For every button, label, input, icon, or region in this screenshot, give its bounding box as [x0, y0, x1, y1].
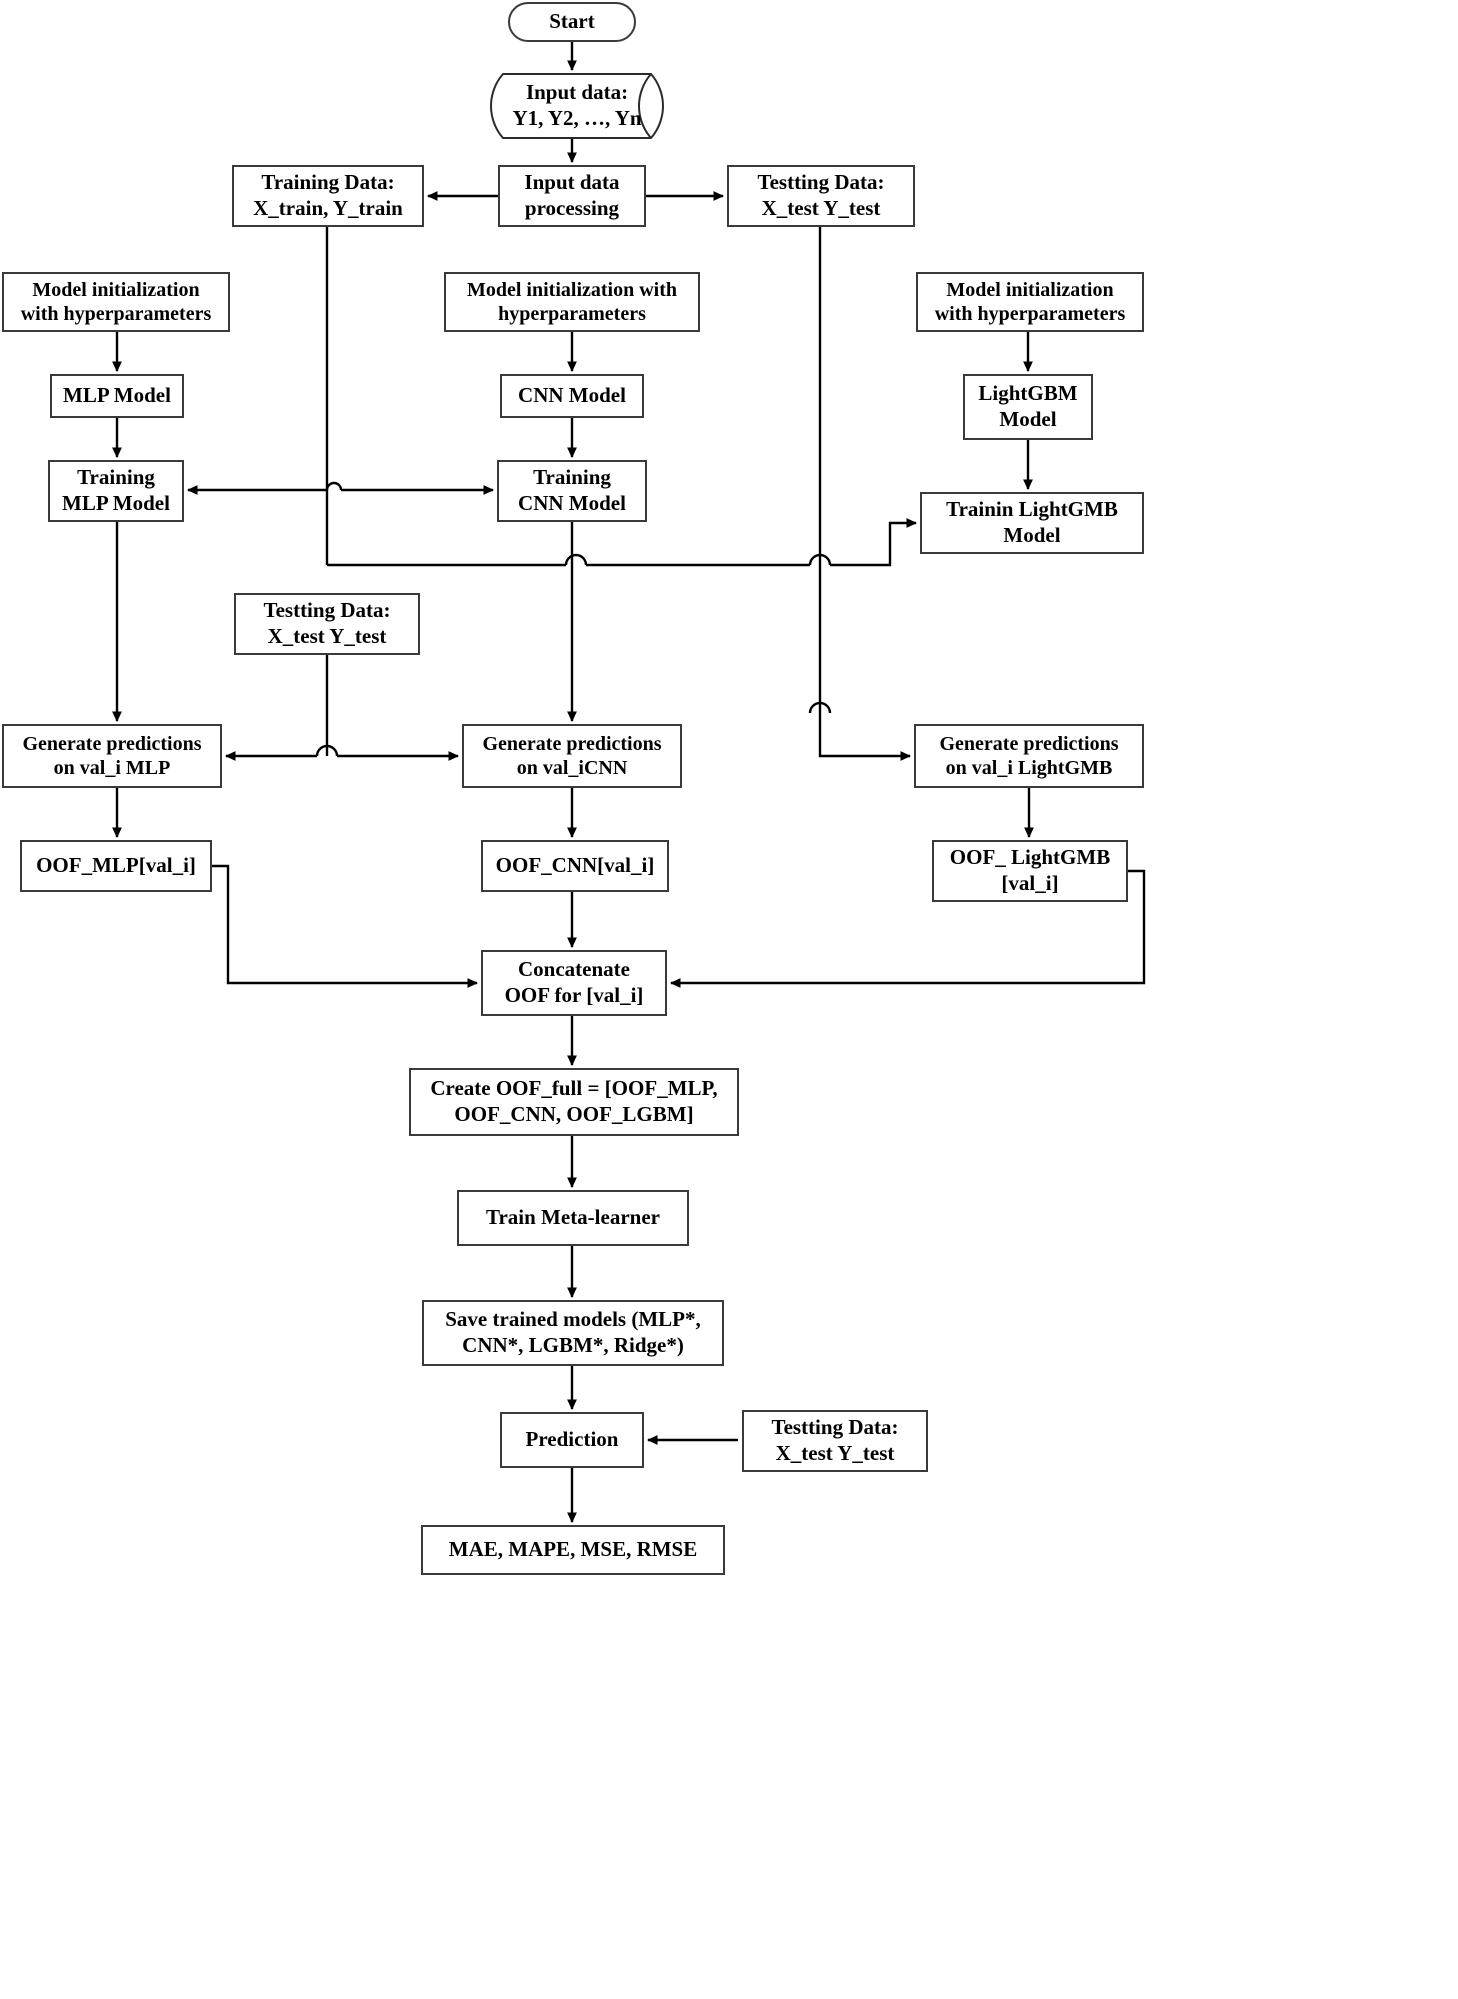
- node-generate-predictions-lightgbm[interactable]: Generate predictions on val_i LightGMB: [914, 724, 1144, 788]
- node-testing-data-bottom[interactable]: Testting Data: X_test Y_test: [742, 1410, 928, 1472]
- node-training-data[interactable]: Training Data: X_train, Y_train: [232, 165, 424, 227]
- node-create-oof-full[interactable]: Create OOF_full = [OOF_MLP, OOF_CNN, OOF…: [409, 1068, 739, 1136]
- node-training-cnn-model[interactable]: Training CNN Model: [497, 460, 647, 522]
- node-model-init-mlp[interactable]: Model initialization with hyperparameter…: [2, 272, 230, 332]
- node-training-lightgbm-model[interactable]: Trainin LightGMB Model: [920, 492, 1144, 554]
- node-lightgbm-model[interactable]: LightGBM Model: [963, 374, 1093, 440]
- node-metrics[interactable]: MAE, MAPE, MSE, RMSE: [421, 1525, 725, 1575]
- node-oof-lightgbm[interactable]: OOF_ LightGMB [val_i]: [932, 840, 1128, 902]
- node-save-trained-models[interactable]: Save trained models (MLP*, CNN*, LGBM*, …: [422, 1300, 724, 1366]
- hop-lower-bus-over-lgbm-column: [808, 553, 832, 566]
- node-oof-mlp[interactable]: OOF_MLP[val_i]: [20, 840, 212, 892]
- node-generate-predictions-mlp[interactable]: Generate predictions on val_i MLP: [2, 724, 222, 788]
- edge-oof-mlp-to-concatenate: [212, 864, 478, 988]
- node-cnn-model[interactable]: CNN Model: [500, 374, 644, 418]
- node-input-data-label: Input data: Y1, Y2, …, Yn: [512, 80, 642, 130]
- edge-training-data-to-training-lgbm: [327, 523, 916, 567]
- cylinder-shape: [489, 73, 665, 139]
- node-start[interactable]: Start: [508, 2, 636, 42]
- node-oof-cnn[interactable]: OOF_CNN[val_i]: [481, 840, 669, 892]
- node-training-mlp-model[interactable]: Training MLP Model: [48, 460, 184, 522]
- node-model-init-cnn[interactable]: Model initialization with hyperparameter…: [444, 272, 700, 332]
- hop-testing-top-over-bus: [808, 701, 832, 714]
- node-input-data-processing[interactable]: Input data processing: [498, 165, 646, 227]
- hop-training-bus-at-mlp-cnn: [325, 481, 343, 491]
- hop-lower-bus-over-cnn-column: [564, 553, 588, 566]
- node-concatenate-oof[interactable]: Concatenate OOF for [val_i]: [481, 950, 667, 1016]
- node-generate-predictions-cnn[interactable]: Generate predictions on val_iCNN: [462, 724, 682, 788]
- node-testing-data-mid[interactable]: Testting Data: X_test Y_test: [234, 593, 420, 655]
- node-testing-data-top[interactable]: Testting Data: X_test Y_test: [727, 165, 915, 227]
- node-model-init-lgbm[interactable]: Model initialization with hyperparameter…: [916, 272, 1144, 332]
- node-train-meta-learner[interactable]: Train Meta-learner: [457, 1190, 689, 1246]
- node-input-data[interactable]: Input data: Y1, Y2, …, Yn: [487, 73, 667, 139]
- hop-testing-bus-split: [315, 744, 339, 757]
- node-prediction[interactable]: Prediction: [500, 1412, 644, 1468]
- node-mlp-model[interactable]: MLP Model: [50, 374, 184, 418]
- edge-testing-top-to-gen-pred-lgbm: [818, 227, 911, 761]
